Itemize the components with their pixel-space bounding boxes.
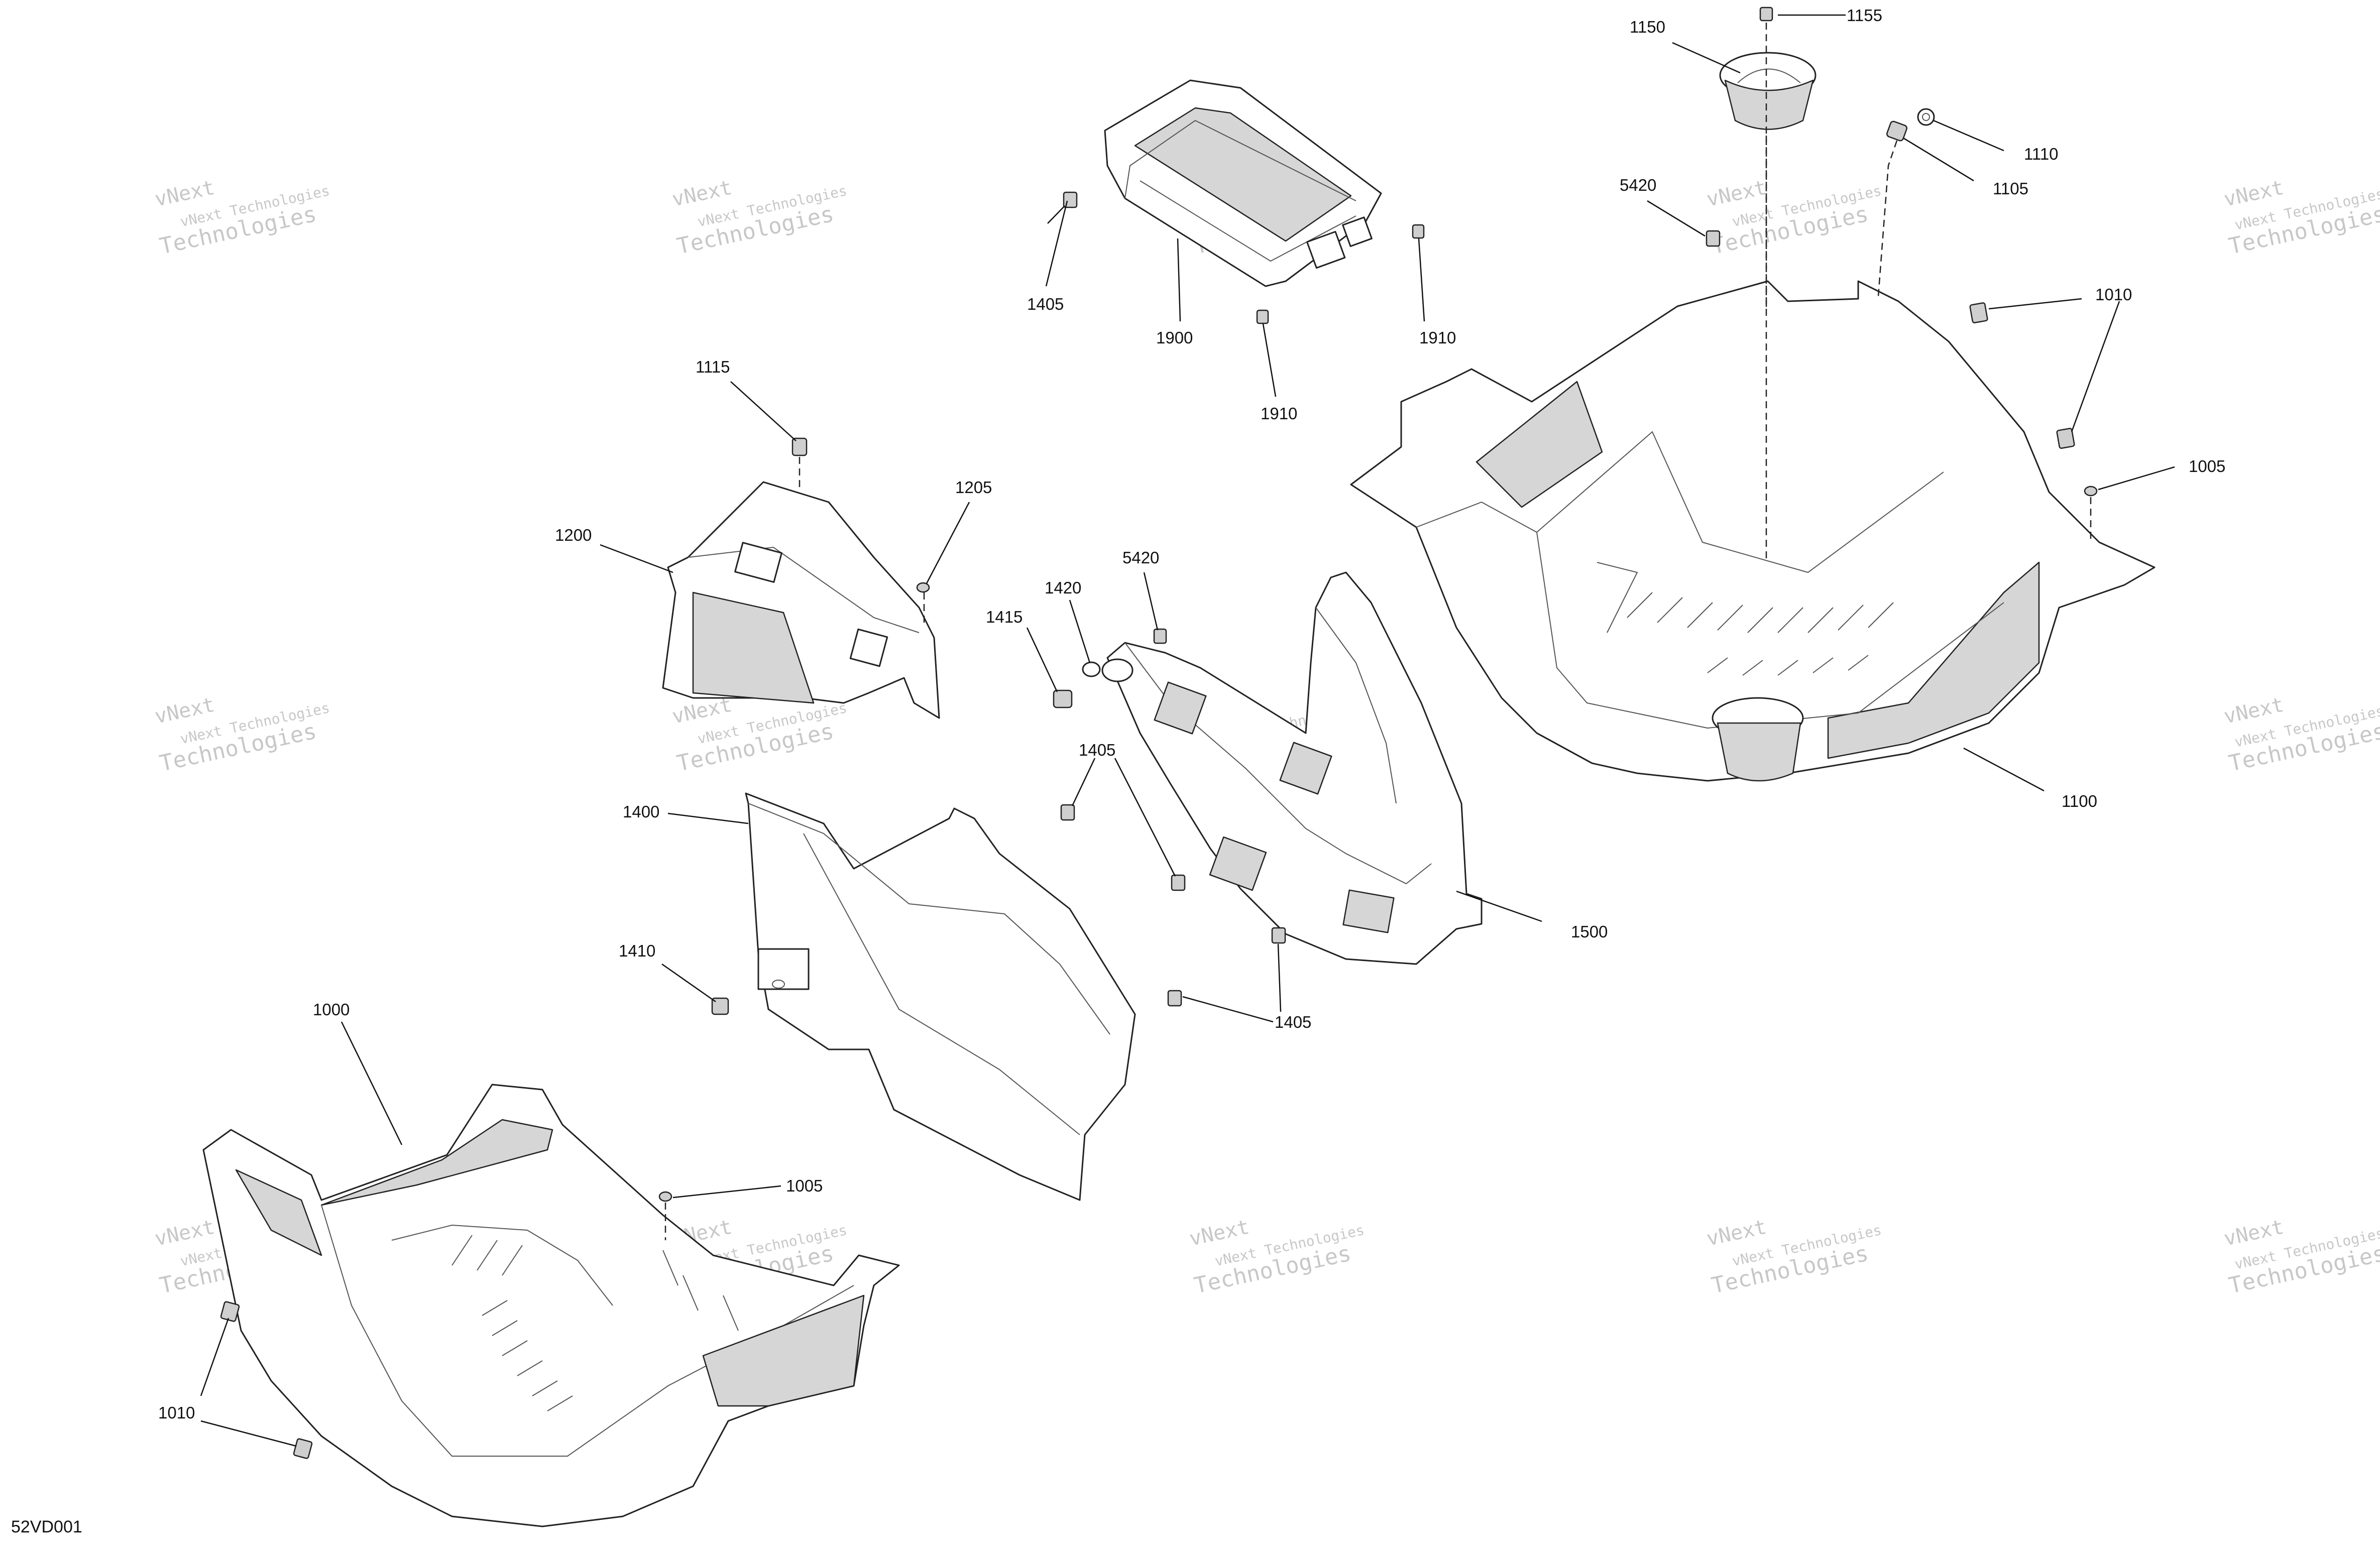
callout-1410: 1410: [619, 941, 655, 960]
part-1010-clip-upper-a: [1969, 302, 1988, 323]
part-1405-clip-d: [1271, 927, 1286, 944]
part-1405-clip-e: [1167, 990, 1182, 1007]
watermark-line1: vNext: [153, 176, 216, 211]
callout-5420-upper: 5420: [1620, 176, 1656, 194]
callout-5420-lower: 5420: [1122, 548, 1159, 567]
callout-labels: 1155 1150 1110 1105 5420 1010 1005 1100 …: [158, 6, 2225, 1422]
front-floor-slots: [451, 1235, 739, 1411]
watermark-line1: vNext: [153, 693, 216, 729]
floor-slots: [1627, 592, 1894, 676]
part-1010-clip-lower-a: [220, 1301, 240, 1322]
callout-1155: 1155: [1847, 6, 1882, 25]
callout-1910-b: 1910: [1261, 404, 1297, 423]
part-1910-screw-a: [1412, 224, 1425, 239]
part-1415-fastener: [1053, 689, 1073, 708]
callout-1100: 1100: [2062, 792, 2097, 810]
callout-1900: 1900: [1156, 328, 1193, 347]
callout-1910-a: 1910: [1419, 328, 1456, 347]
watermark-line1: vNext: [153, 1216, 216, 1251]
part-1200-bracket: [662, 481, 940, 719]
watermark-line1: vNext: [1705, 176, 1768, 211]
callout-1415: 1415: [986, 608, 1023, 626]
part-1410-fastener: [711, 997, 729, 1015]
callout-1205: 1205: [955, 478, 992, 497]
callout-1405-b: 1405: [1079, 741, 1115, 759]
callout-1010-lower: 1010: [158, 1403, 195, 1422]
watermark-line1: vNext: [670, 176, 734, 211]
callout-1400: 1400: [623, 802, 659, 821]
part-1420-washer: [1082, 661, 1101, 677]
part-1100-rear-footwell: [1350, 280, 2156, 782]
watermark-line1: vNext: [2222, 176, 2286, 211]
part-1150-cup-holder: [1719, 52, 1817, 130]
watermark-line1: vNext: [1187, 1216, 1251, 1251]
watermark-line1: vNext: [2222, 693, 2286, 729]
part-1400-side-panel: [745, 792, 1136, 1201]
console-grille: [1154, 681, 1395, 933]
watermark-line1: vNext: [1705, 1216, 1768, 1251]
part-1010-clip-lower-b: [293, 1438, 313, 1459]
part-1105-1110-fastener-washer: [1886, 108, 1935, 142]
leader-lines: [200, 14, 2175, 1447]
part-1155-cap-fastener: [1759, 7, 1773, 22]
callout-1405-a: 1405: [1027, 295, 1064, 313]
part-1005-upper-pin: [2084, 486, 2098, 497]
callout-1110: 1110: [2024, 145, 2059, 163]
part-1910-screw-b: [1256, 309, 1269, 324]
callout-1200: 1200: [555, 526, 592, 544]
part-1010-clip-upper-b: [2056, 428, 2075, 449]
part-5420-fastener-lower: [1153, 628, 1167, 644]
callout-1115: 1115: [696, 358, 730, 376]
part-1405-clip-b: [1060, 804, 1075, 821]
part-1405-clip-c: [1171, 874, 1186, 891]
diagram-reference-code: 52VD001: [11, 1517, 82, 1536]
part-1000-front-footwell: [202, 1084, 900, 1527]
assembly-dashed-lines: [664, 23, 2092, 1240]
part-1005-lower-pin: [658, 1191, 672, 1202]
callout-1405-c: 1405: [1275, 1013, 1311, 1031]
callout-1010-upper: 1010: [2095, 285, 2132, 304]
callout-1105: 1105: [1993, 179, 2028, 198]
callout-1005-lower: 1005: [786, 1176, 823, 1195]
callout-1420: 1420: [1045, 578, 1081, 597]
part-1500-console-panel: [1101, 571, 1483, 965]
callout-1000: 1000: [313, 1000, 350, 1019]
part-5420-fastener-upper: [1706, 230, 1721, 247]
callout-1150: 1150: [1630, 18, 1665, 36]
part-1900-storage-tray: [1104, 79, 1382, 287]
callout-1005-upper: 1005: [2189, 457, 2225, 476]
part-1205-pin: [916, 582, 930, 593]
watermark-line1: vNext: [2222, 1216, 2286, 1251]
callout-1500: 1500: [1571, 922, 1608, 941]
part-1115-fastener: [791, 437, 808, 456]
